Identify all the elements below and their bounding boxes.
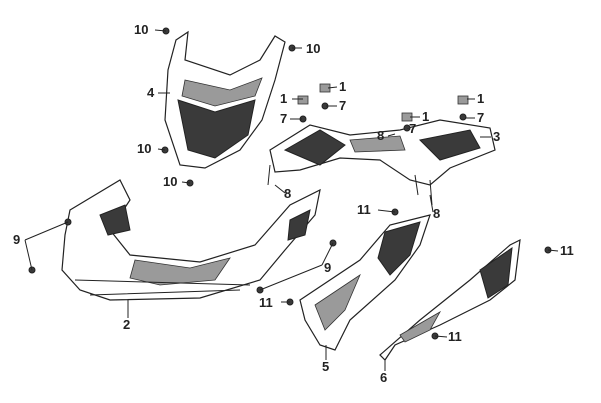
callout-1: 1	[280, 91, 288, 106]
callout-1: 1	[339, 79, 347, 94]
callout-7: 7	[339, 98, 347, 113]
callout-8: 8	[433, 206, 441, 221]
callout-11: 11	[259, 295, 273, 310]
callout-11: 11	[357, 202, 371, 217]
callout-7: 7	[280, 111, 288, 126]
callout-11: 11	[448, 329, 462, 344]
callout-9: 9	[13, 232, 21, 247]
part-5-side-panel	[299, 214, 431, 351]
part-3-frame-bracket	[267, 119, 496, 206]
callout-7: 7	[477, 110, 485, 125]
callout-11: 11	[560, 243, 574, 258]
callout-1: 1	[477, 91, 485, 106]
part-6-side-panel	[379, 238, 521, 361]
part-4-front-cover	[164, 30, 286, 169]
callout-10: 10	[163, 174, 178, 189]
callout-10: 10	[134, 22, 149, 37]
callout-1: 1	[422, 109, 430, 124]
leader-lines	[24, 29, 559, 371]
callout-9: 9	[324, 260, 332, 275]
callout-2: 2	[123, 317, 131, 332]
callout-3: 3	[493, 129, 501, 144]
callout-10: 10	[306, 41, 321, 56]
callout-7: 7	[409, 121, 417, 136]
callout-10: 10	[137, 141, 152, 156]
callout-6: 6	[380, 370, 388, 385]
callout-8: 8	[377, 128, 385, 143]
callout-8: 8	[284, 186, 292, 201]
callout-4: 4	[147, 85, 155, 100]
callout-5: 5	[322, 359, 330, 374]
part-2-floor-cover	[61, 179, 321, 301]
